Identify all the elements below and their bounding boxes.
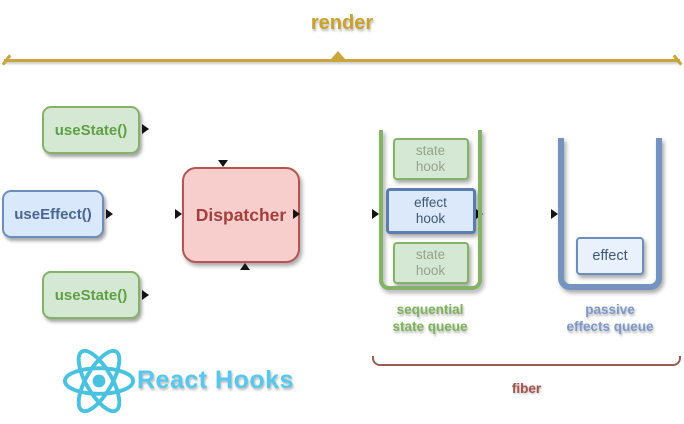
effect-item: effect [576, 237, 644, 275]
state-hook-1-line2: hook [415, 159, 446, 174]
effect-hook-line1: effect [414, 195, 447, 211]
useeffect-box: useEffect() [2, 190, 104, 238]
arrowhead-icon [240, 263, 250, 270]
effect-item-label: effect [592, 247, 628, 264]
arrowhead-icon [142, 124, 149, 134]
effect-hook-line2: hook [415, 211, 446, 226]
state-queue-caption: sequential state queue [368, 301, 492, 335]
fiber-label: fiber [511, 381, 542, 396]
usestate-label-2: useState() [54, 286, 128, 304]
state-queue-bucket: state hook effect hook state hook [379, 130, 482, 290]
state-hook-item-2: state hook [392, 242, 469, 284]
render-phase-label: render [310, 12, 374, 34]
arrowhead-icon [175, 209, 182, 219]
effects-queue-caption-line1: passive [585, 302, 635, 317]
line-end-tick-right-icon [672, 54, 683, 66]
arrowhead-icon [142, 290, 149, 300]
state-hook-item-1: state hook [392, 138, 469, 180]
state-queue-caption-line2: state queue [392, 319, 468, 334]
arrowhead-icon [293, 209, 300, 219]
react-logo-icon [63, 348, 135, 414]
state-queue-caption-line1: sequential [396, 302, 464, 317]
react-hooks-wordmark: React Hooks [137, 366, 294, 394]
usestate-box-2: useState() [42, 271, 140, 319]
fiber-bracket [372, 356, 681, 366]
dispatcher-label: Dispatcher [195, 204, 287, 225]
render-span-line [1, 51, 683, 66]
arrowhead-icon [106, 209, 113, 219]
effects-queue-caption-line2: effects queue [566, 319, 654, 334]
usestate-box-1: useState() [42, 106, 140, 154]
dispatcher-box: Dispatcher [182, 167, 300, 263]
line-end-tick-left-icon [1, 54, 12, 66]
useeffect-label: useEffect() [14, 205, 92, 223]
arrowhead-icon [551, 209, 558, 219]
effect-hook-item: effect hook [385, 188, 476, 234]
render-center-arrow-icon [331, 51, 345, 59]
arrowhead-icon [372, 209, 379, 219]
effects-queue-bucket: effect [558, 138, 662, 290]
state-hook-2-line1: state [415, 247, 446, 263]
usestate-label-1: useState() [54, 121, 128, 139]
effects-queue-caption: passive effects queue [548, 301, 672, 335]
arrowhead-icon [218, 160, 228, 167]
state-hook-1-line1: state [415, 143, 446, 159]
state-hook-2-line2: hook [415, 263, 446, 278]
